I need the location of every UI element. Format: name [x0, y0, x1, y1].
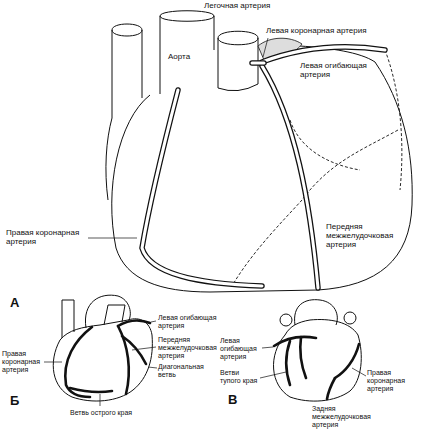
heart-anterior-large	[88, 11, 412, 292]
part-label: Передняя межжелудочковая артерия	[326, 222, 398, 250]
leader-line	[132, 347, 156, 350]
right-coronary	[142, 90, 262, 286]
left-coronary	[252, 60, 264, 66]
left-coronary	[252, 62, 264, 65]
right-coronary	[142, 90, 262, 286]
circumflex	[262, 47, 385, 62]
acute-marginal	[70, 388, 112, 392]
pulmonary-vein	[344, 312, 356, 324]
leader-line	[151, 321, 156, 322]
leader-line	[352, 368, 366, 376]
panel-letter: В	[228, 393, 248, 408]
heart-outline	[53, 319, 152, 401]
panel-letter: А	[10, 296, 30, 311]
part-label: Левая огибающая артерия	[300, 61, 374, 79]
leader-line	[88, 238, 137, 239]
pulmonary-vein	[280, 314, 292, 326]
part-label: Правая коронарная артерия	[367, 369, 419, 393]
circumflex	[262, 47, 385, 62]
part-label: Левая коронарная артерия	[266, 26, 384, 35]
part-label: Правая коронарная артерия	[6, 228, 88, 246]
vena-cava	[106, 24, 142, 200]
leader-line	[100, 394, 101, 406]
part-label: Правая коронарная артерия	[2, 350, 46, 374]
leader-line	[44, 362, 62, 363]
part-label: Левая огибающая артерия	[220, 337, 262, 361]
vena-cava	[62, 300, 74, 338]
anterior-interventricular	[262, 66, 318, 288]
aorta	[160, 11, 214, 94]
circumflex	[118, 321, 150, 326]
part-label: Задняя межжелудочковая артерия	[312, 405, 384, 429]
hidden-vessel	[385, 50, 402, 190]
leader-line	[260, 372, 286, 378]
obtuse-marginal	[286, 341, 290, 385]
obtuse-marginal	[300, 337, 306, 378]
leader-line	[148, 367, 157, 368]
right-coronary	[335, 344, 359, 378]
circumflex	[274, 337, 316, 346]
leader-line	[262, 347, 273, 348]
right-coronary	[65, 327, 92, 397]
heart-outline	[112, 46, 412, 292]
posterior-interventricular	[327, 378, 335, 399]
part-label: Передняя межжелудочковая артерия	[158, 336, 220, 360]
heart-anterior-small	[44, 295, 157, 406]
aorta-arch	[295, 300, 338, 325]
part-label: Диагональная ветвь	[158, 363, 220, 379]
part-label: Левая огибающая артерия	[158, 314, 220, 330]
panel-letter: Б	[10, 394, 30, 409]
part-label: Аорта	[168, 52, 208, 61]
part-label: Ветвь острого края	[70, 409, 170, 417]
part-label: Ветви тупого края	[220, 369, 260, 385]
part-label: Легочная артерия	[204, 1, 288, 10]
anterior-interventricular	[262, 66, 318, 288]
leader-line	[263, 38, 268, 57]
heart-posterior-small	[260, 300, 366, 401]
heart-outline	[274, 320, 362, 402]
